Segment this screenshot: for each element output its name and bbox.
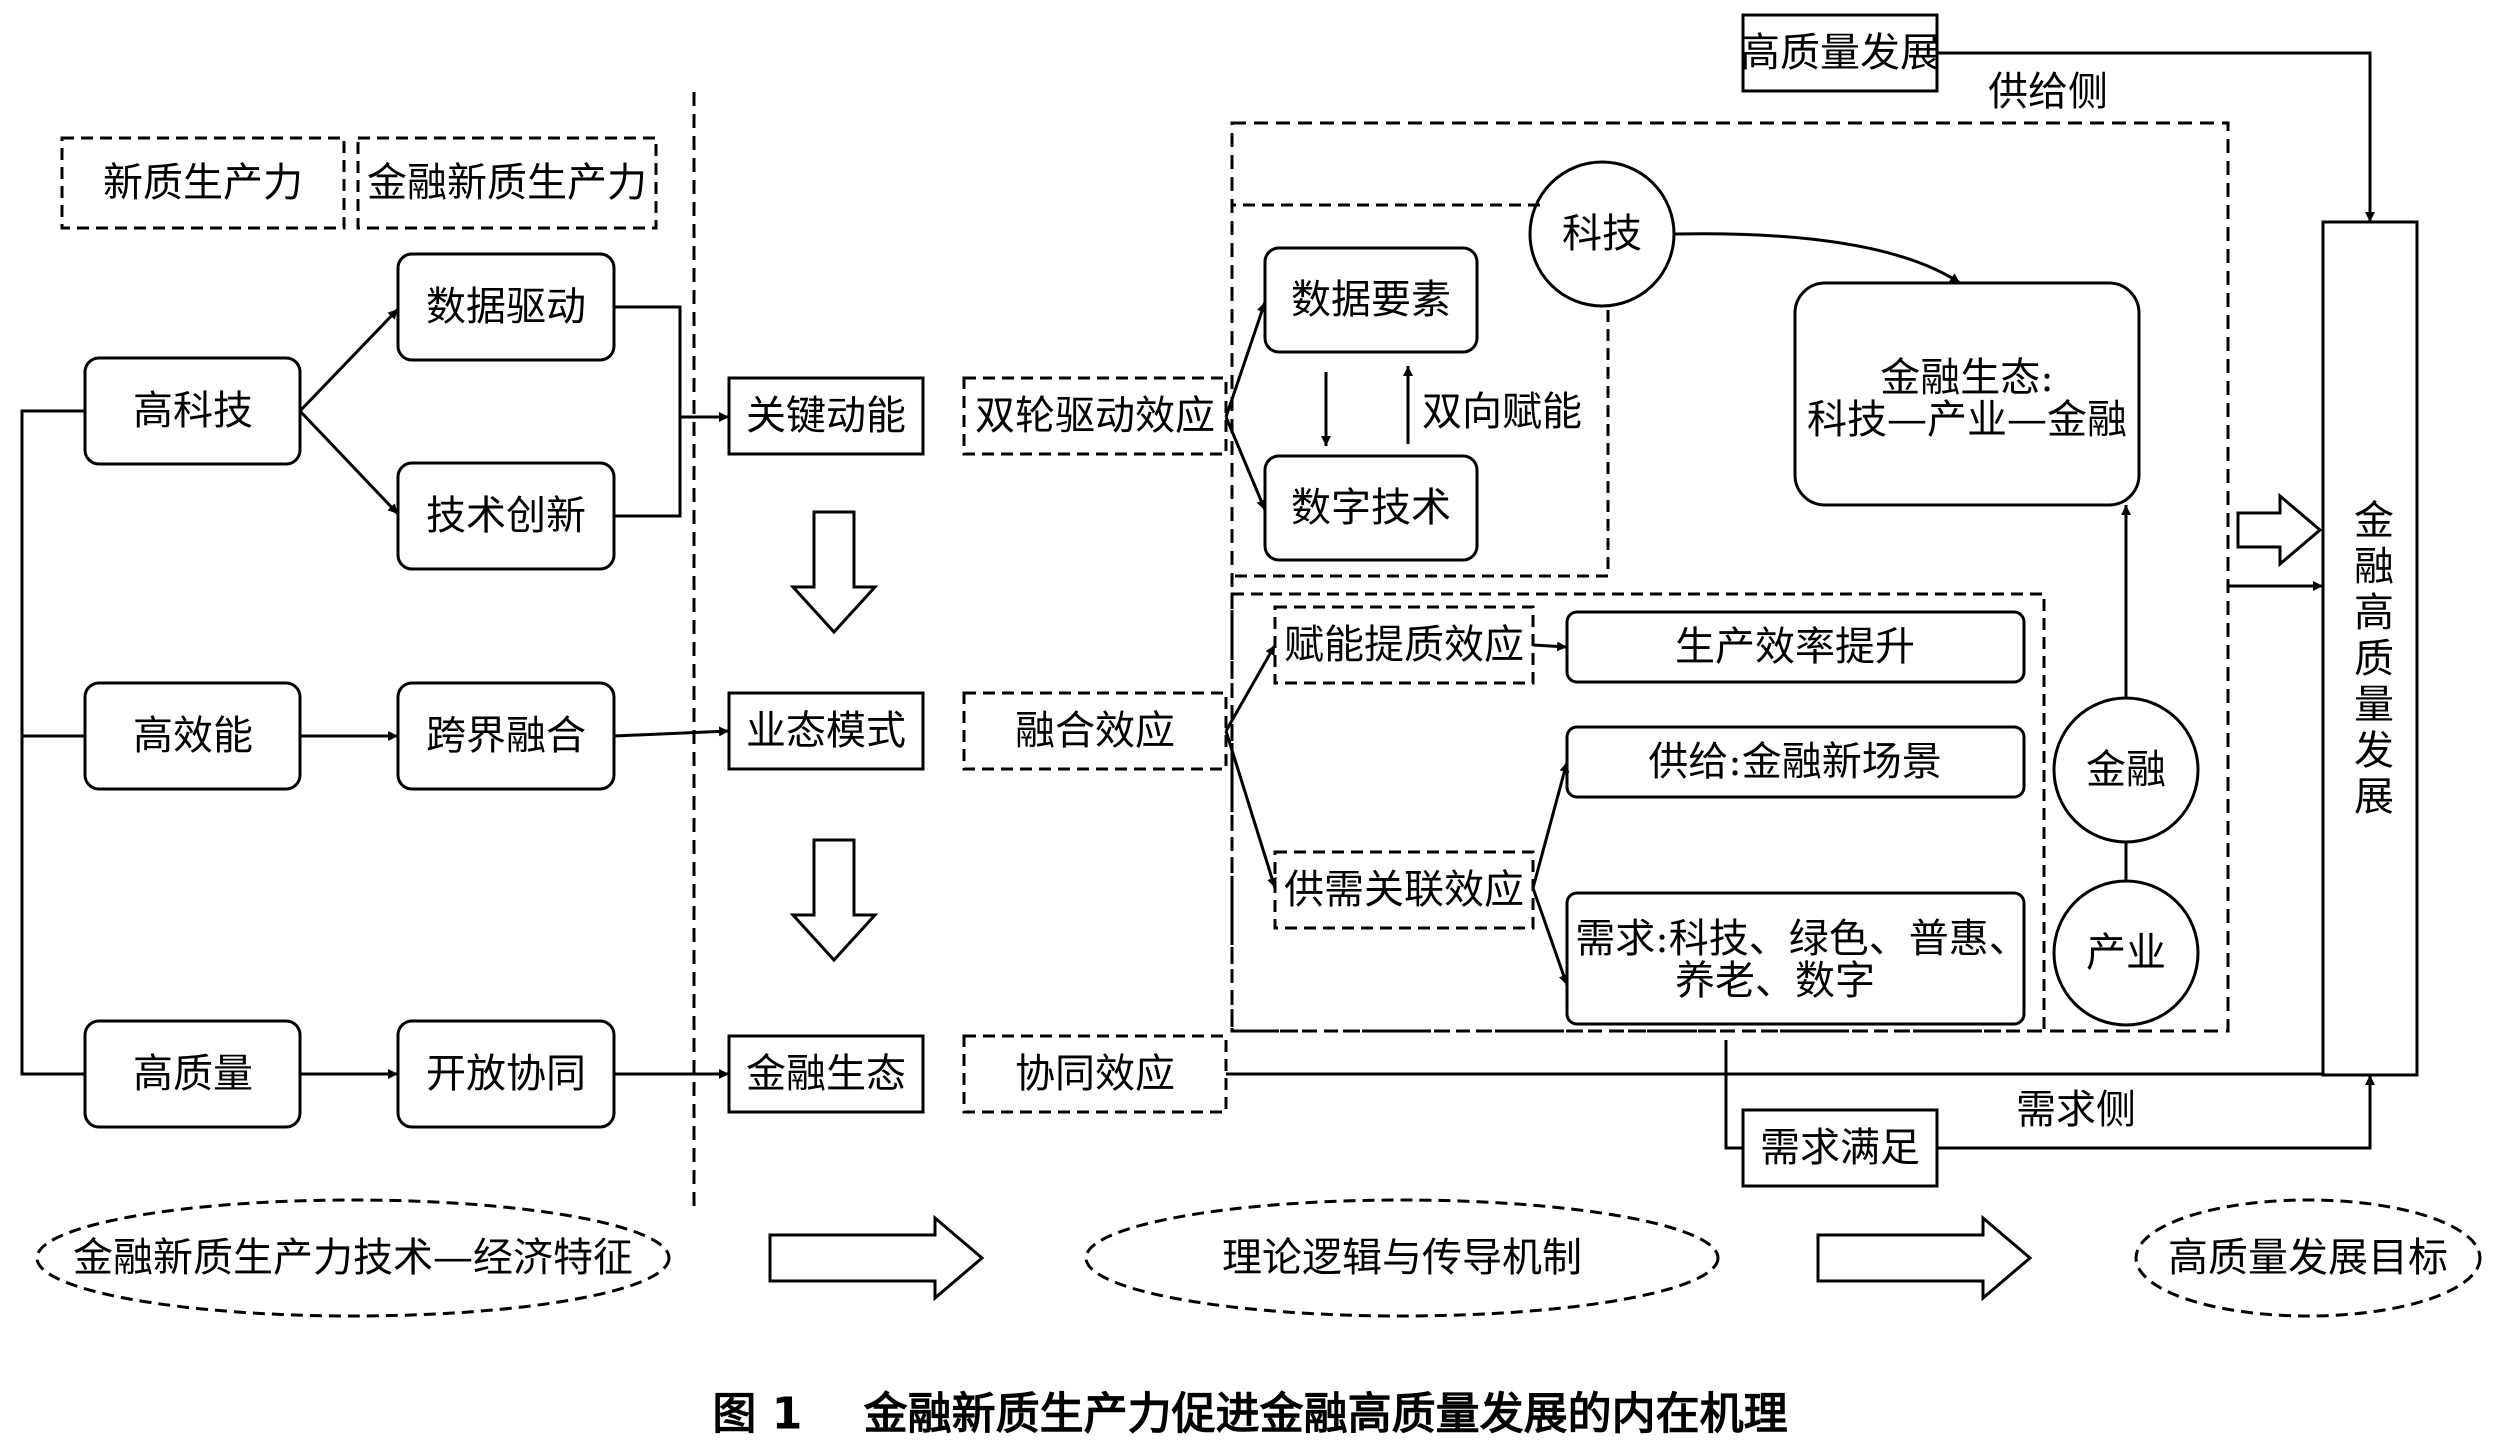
figure-caption: 图 1 金融新质生产力促进金融高质量发展的内在机理 <box>712 1389 1787 1440</box>
financial-ecology-label: 金融生态 <box>746 1051 906 1097</box>
features-ellipse-label: 金融新质生产力技术—经济特征 <box>73 1235 633 1281</box>
industry-circle-label: 产业 <box>2086 930 2166 976</box>
legend-new-productivity-box <box>60 136 346 230</box>
high-efficiency-label: 高效能 <box>133 713 253 759</box>
demand-line1: 需求:科技、绿色、普惠、 <box>1575 916 2028 962</box>
demand-side-label: 需求侧 <box>2016 1087 2136 1133</box>
synergy-effect-label: 协同效应 <box>1015 1051 1175 1097</box>
ecology-box-line1: 金融生态: <box>1880 355 2053 401</box>
cross-border-label: 跨界融合 <box>426 713 586 759</box>
tall-goal-label: 金融高质量发展 <box>2347 499 2393 821</box>
two-way-label: 双向赋能 <box>1422 389 1582 435</box>
right-block-arrow-small <box>2236 492 2323 568</box>
demand-box <box>1565 891 2026 1026</box>
down-block-arrow-2 <box>789 838 879 963</box>
fusion-sub-region <box>1230 592 2046 1033</box>
hq-dev-label: 高质量发展 <box>1740 30 1940 76</box>
legend-financial-new-productivity: 金融新质生产力 <box>367 160 647 206</box>
logic-ellipse-label: 理论逻辑与传导机制 <box>1222 1235 1582 1281</box>
empower-effect-label: 赋能提质效应 <box>1284 622 1524 668</box>
high-quality-label: 高质量 <box>133 1051 253 1097</box>
left-bracket <box>20 409 85 1076</box>
goal-ellipse-label: 高质量发展目标 <box>2168 1235 2448 1281</box>
dual-wheel-effect-label: 双轮驱动效应 <box>975 393 1215 439</box>
logic-ellipse <box>1084 1198 1720 1318</box>
finance-circle-label: 金融 <box>2086 747 2166 793</box>
down-block-arrow-1 <box>789 510 879 635</box>
financial-ecology-system-box <box>1793 281 2141 507</box>
business-model-label: 业态模式 <box>746 708 906 754</box>
goal-ellipse <box>2134 1198 2482 1318</box>
demand-met-label: 需求满足 <box>1760 1125 1920 1171</box>
high-tech-label: 高科技 <box>133 388 253 434</box>
tech-innovation-label: 技术创新 <box>426 493 586 539</box>
supply-demand-effect-label: 供需关联效应 <box>1284 867 1524 913</box>
efficiency-label: 生产效率提升 <box>1675 624 1915 670</box>
tech-circle-label: 科技 <box>1562 211 1642 257</box>
data-elements-box <box>1263 246 1479 354</box>
fusion-effect-label: 融合效应 <box>1015 708 1175 754</box>
supply-label: 供给:金融新场景 <box>1648 739 1941 785</box>
demand-line2: 养老、数字 <box>1675 958 1875 1004</box>
open-synergy-label: 开放协同 <box>426 1051 586 1097</box>
right-block-arrow-2 <box>1816 1214 2033 1302</box>
key-momentum-label: 关键动能 <box>746 393 906 439</box>
ecology-box-line2: 科技—产业—金融 <box>1807 397 2127 443</box>
legend-new-productivity: 新质生产力 <box>103 160 303 206</box>
supply-side-label: 供给侧 <box>1988 69 2108 115</box>
features-ellipse <box>35 1198 671 1318</box>
synergy-effect-box <box>962 1034 1228 1114</box>
data-elements-label: 数据要素 <box>1291 277 1451 323</box>
legend-financial-new-productivity-box <box>356 136 658 230</box>
digital-tech-label: 数字技术 <box>1291 485 1451 531</box>
fusion-effect-box <box>962 691 1228 771</box>
data-driven-label: 数据驱动 <box>426 284 586 330</box>
right-block-arrow-1 <box>768 1214 985 1302</box>
dual-wheel-effect-box <box>962 376 1228 456</box>
